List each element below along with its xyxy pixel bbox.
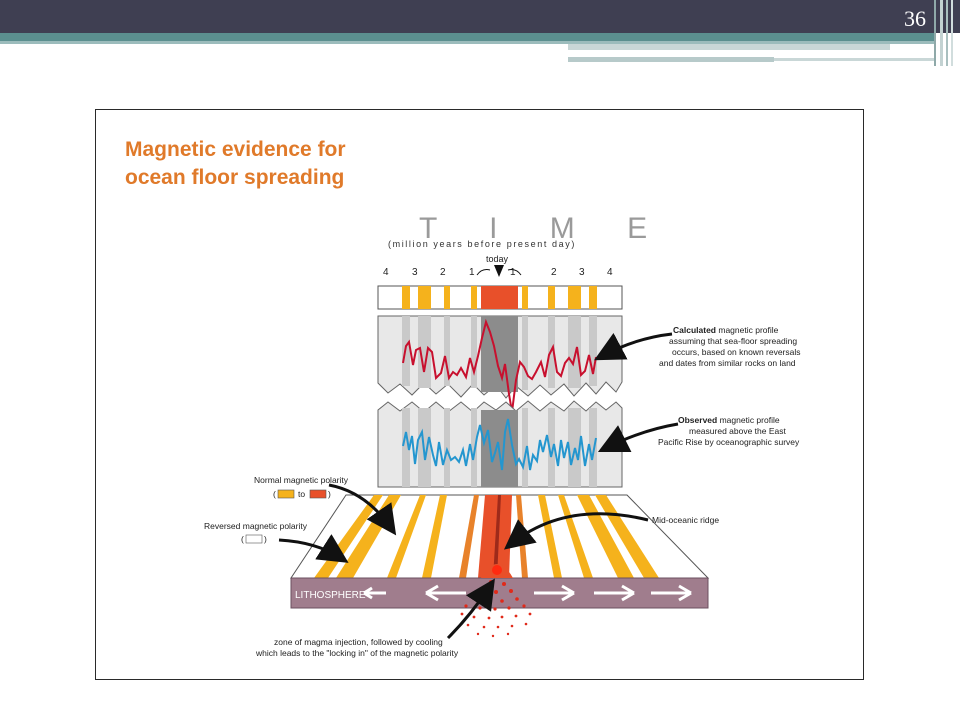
- normal-polarity-light-swatch: [277, 489, 295, 499]
- observed-line2: measured above the East: [689, 426, 787, 436]
- observed-curve: [402, 418, 597, 471]
- calculated-arrow: [594, 332, 673, 361]
- arrow-right-icon: [534, 584, 575, 602]
- svg-text:to: to: [298, 489, 305, 499]
- magma-line2: which leads to the "locking in" of the m…: [255, 648, 459, 658]
- observed-arrow: [597, 422, 679, 453]
- today-label: today: [486, 254, 509, 264]
- observed-line3: Pacific Rise by oceanographic survey: [658, 437, 800, 447]
- age-tick-left-2: 2: [440, 267, 446, 278]
- slide-top-bar: [0, 0, 960, 33]
- today-arrow-right: [507, 269, 522, 276]
- calculated-curve: [402, 318, 597, 413]
- calculated-line4: and dates from similar rocks on land: [659, 358, 796, 368]
- lithosphere-block: LITHOSPHERE: [290, 564, 709, 609]
- age-tick-right-2: 2: [551, 267, 557, 278]
- svg-text:(: (: [273, 489, 276, 499]
- age-tick-right-4: 4: [607, 267, 613, 278]
- slide-accent-bar-light: [0, 41, 935, 44]
- today-marker-icon: [494, 265, 504, 277]
- svg-text:): ): [328, 489, 331, 499]
- age-tick-left-4: 4: [383, 267, 389, 278]
- slide-decor-line: [951, 0, 953, 66]
- magma-annotation: zone of magma injection, followed by coo…: [255, 578, 495, 658]
- observed-bold: Observed: [678, 415, 717, 425]
- slide-decor-bar: [774, 58, 934, 61]
- slide-decor-bar: [568, 57, 774, 62]
- svg-text:): ): [264, 534, 267, 544]
- time-heading: T I M E: [419, 212, 669, 245]
- diagram-title-line2: ocean floor spreading: [125, 166, 344, 189]
- slide-page-number: 36: [904, 6, 926, 31]
- magma-arrow: [446, 578, 495, 640]
- normal-polarity-arrow: [328, 483, 397, 536]
- calculated-line1: magnetic profile: [716, 325, 779, 335]
- slide-decor-bar: [568, 44, 890, 50]
- reversed-polarity-swatch: [245, 534, 263, 544]
- age-tick-right-3: 3: [579, 267, 585, 278]
- arrow-right-icon: [594, 584, 635, 602]
- calculated-bold: Calculated: [673, 325, 716, 335]
- today-arrow-left: [476, 269, 491, 276]
- ridge-arrow: [503, 512, 649, 550]
- svg-text:(: (: [241, 534, 244, 544]
- slide-decor-line: [934, 0, 936, 66]
- observed-annotation: Observed magnetic profile measured above…: [597, 415, 800, 453]
- diagram-title-line1: Magnetic evidence for: [125, 138, 346, 161]
- observed-line1: magnetic profile: [717, 415, 780, 425]
- magma-line1: zone of magma injection, followed by coo…: [274, 637, 443, 647]
- age-tick-left-3: 3: [412, 267, 418, 278]
- time-subheading: (million years before present day): [388, 239, 576, 249]
- age-tick-right-1: 1: [510, 267, 516, 278]
- ridge-annotation: Mid-oceanic ridge: [503, 512, 719, 550]
- calculated-profile-panel: [377, 315, 623, 413]
- arrow-right-icon: [651, 584, 692, 602]
- slide-accent-bar: [0, 33, 935, 41]
- normal-polarity-legend: Normal magnetic polarity ( to ): [254, 475, 397, 536]
- calculated-line3: occurs, based on known reversals: [672, 347, 801, 357]
- slide-decor-line: [940, 0, 943, 66]
- observed-profile-panel: [377, 400, 623, 488]
- reversed-polarity-label: Reversed magnetic polarity: [204, 521, 308, 531]
- lithosphere-label: LITHOSPHERE: [295, 590, 366, 601]
- ridge-label: Mid-oceanic ridge: [652, 515, 719, 525]
- magnetic-evidence-diagram: Magnetic evidence for ocean floor spread…: [125, 138, 801, 658]
- reversed-polarity-legend: Reversed magnetic polarity ( ): [204, 521, 349, 563]
- calculated-annotation: Calculated magnetic profile assuming tha…: [594, 325, 801, 368]
- polarity-strip: [377, 285, 623, 310]
- normal-polarity-label: Normal magnetic polarity: [254, 475, 349, 485]
- svg-text:Calculated magnetic profile: Calculated magnetic profile: [673, 325, 779, 335]
- svg-text:Observed magnetic profile: Observed magnetic profile: [678, 415, 780, 425]
- age-tick-left-1: 1: [469, 267, 475, 278]
- arrow-left-icon: [363, 586, 386, 600]
- reversed-polarity-arrow: [278, 534, 349, 563]
- normal-polarity-dark-swatch: [309, 489, 327, 499]
- calculated-line2: assuming that sea-floor spreading: [669, 336, 797, 346]
- arrow-left-icon: [425, 584, 466, 602]
- slide-decor-line: [946, 0, 948, 66]
- diagram-frame: Magnetic evidence for ocean floor spread…: [95, 109, 864, 680]
- magma-source: [492, 565, 502, 575]
